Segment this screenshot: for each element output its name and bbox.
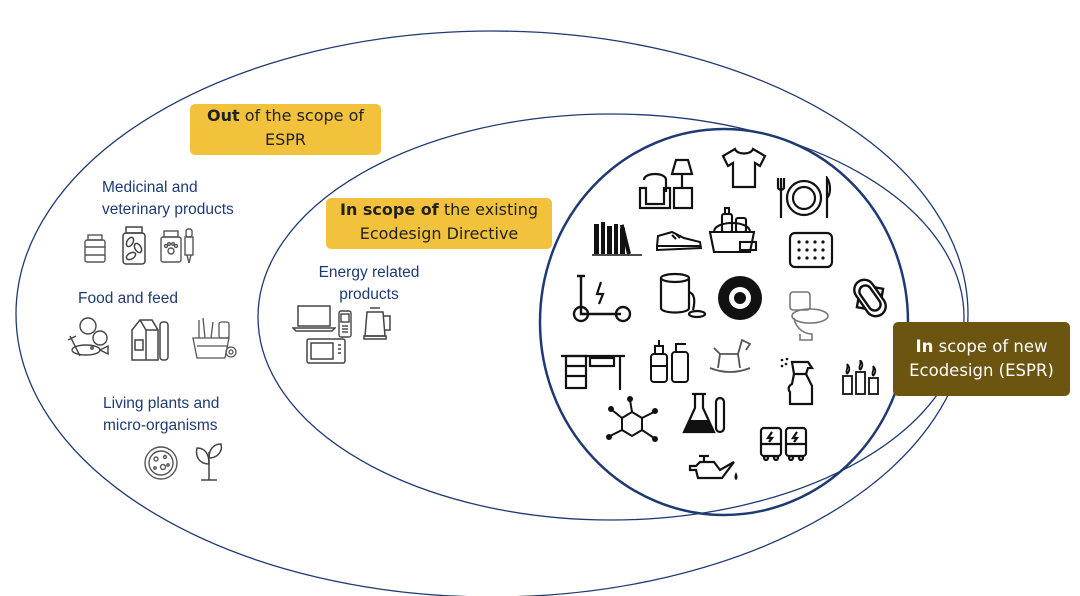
energy-line2: products: [339, 286, 399, 303]
energy-line1: Energy related: [318, 264, 420, 281]
out-scope-text: of the scope of: [239, 106, 364, 125]
spray-bottle-icon: [780, 357, 815, 406]
new-scope-line2: Ecodesign (ESPR): [909, 361, 1054, 380]
rocking-horse-icon: [709, 338, 752, 373]
sanitary-pad-icon: [853, 278, 887, 318]
oil-can-icon: [688, 454, 738, 480]
sneaker-icon: [656, 230, 703, 252]
food-line1: Food and feed: [78, 290, 178, 307]
vet-medicine-icon: [160, 230, 182, 263]
new-scope-text: scope of new: [933, 337, 1048, 356]
medicine-bottle-icon: [84, 234, 106, 263]
mobile-phone-icon: [338, 310, 352, 338]
plants-label: Living plants and micro-organisms: [103, 393, 219, 437]
outer-ellipse: [15, 30, 969, 596]
candles-icon: [842, 360, 879, 395]
mattress-icon: [788, 231, 834, 269]
milk-carton-icon: [131, 319, 169, 361]
energy-label: Energy related products: [312, 262, 426, 306]
vegetables-icon: [67, 317, 109, 357]
books-icon: [592, 222, 642, 256]
plants-line1: Living plants and: [103, 395, 220, 412]
kettle-icon: [363, 307, 391, 340]
tyre-icon: [718, 276, 762, 320]
dropper-icon: [184, 228, 194, 264]
food-label: Food and feed: [78, 288, 178, 310]
laptop-icon: [292, 305, 336, 332]
ecodesign-directive-ellipse: [257, 113, 965, 521]
microwave-icon: [306, 338, 346, 364]
existing-scope-text: the existing: [438, 200, 538, 219]
pill-jar-icon: [122, 226, 146, 265]
plate-cutlery-icon: [776, 176, 832, 218]
e-scooter-icon: [572, 274, 632, 323]
medicinal-line1: Medicinal and: [102, 179, 198, 196]
armchair-lamp-icon: [638, 158, 694, 210]
out-of-scope-badge: Out of the scope of ESPR: [190, 104, 381, 155]
paint-can-icon: [659, 272, 707, 319]
petri-dish-icon: [144, 446, 178, 480]
grocery-basket-icon: [192, 317, 237, 359]
plants-line2: micro-organisms: [103, 417, 218, 434]
existing-ecodesign-badge: In scope of the existing Ecodesign Direc…: [326, 198, 552, 249]
new-scope-bold: In: [915, 337, 934, 356]
medicinal-label: Medicinal and veterinary products: [102, 177, 234, 221]
medicinal-line2: veterinary products: [102, 201, 234, 218]
lab-flask-icon: [682, 392, 726, 434]
out-scope-bold: Out: [206, 106, 240, 125]
desk-icon: [561, 354, 625, 390]
chemical-molecule-icon: [606, 396, 658, 442]
existing-scope-line2: Ecodesign Directive: [359, 224, 519, 243]
toilet-icon: [789, 291, 829, 341]
bus-icon: [759, 426, 808, 462]
existing-scope-bold: In scope of: [339, 200, 439, 219]
t-shirt-icon: [721, 147, 767, 189]
seedling-icon: [195, 443, 223, 481]
cosmetics-bottles-icon: [650, 340, 689, 383]
out-scope-line2: ESPR: [264, 130, 307, 149]
new-espr-scope-badge: In scope of new Ecodesign (ESPR): [893, 322, 1070, 396]
cleaning-products-icon: [708, 206, 758, 254]
